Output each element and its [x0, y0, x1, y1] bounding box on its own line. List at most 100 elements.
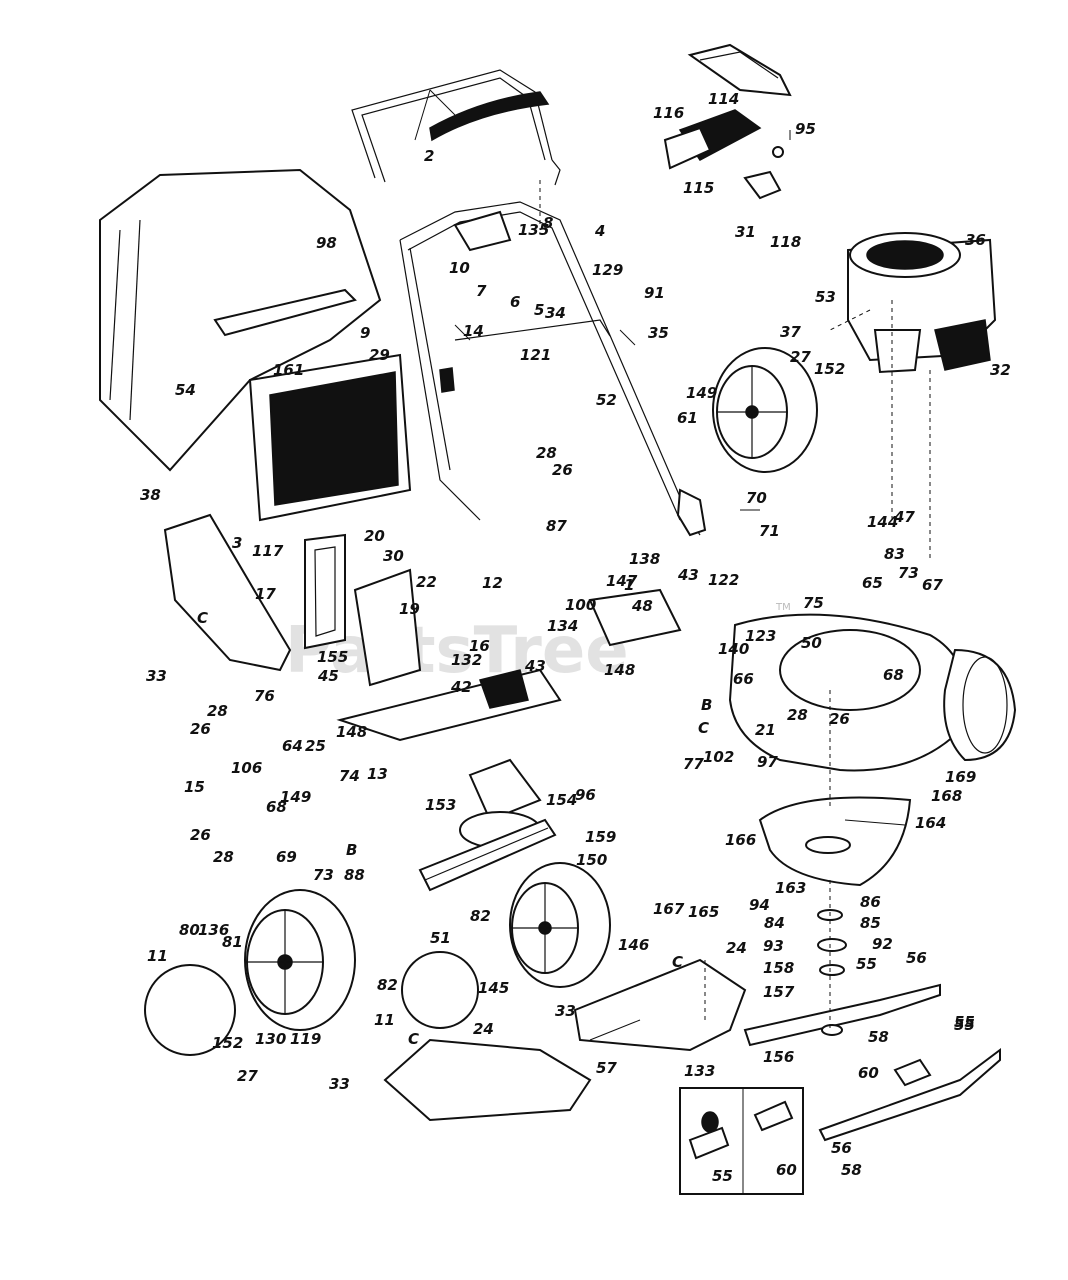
callout-label: 54 [175, 381, 196, 399]
hubcap-center [401, 951, 479, 1029]
callout-label: 156 [763, 1048, 794, 1066]
lower-handle [399, 201, 707, 537]
callout-label: 58 [868, 1028, 889, 1046]
callout-label: 138 [629, 550, 660, 568]
callout-label: 123 [745, 627, 776, 645]
callout-label: 7 [476, 282, 487, 300]
callout-label: 73 [313, 866, 334, 884]
callout-label: 93 [763, 937, 784, 955]
callout-label: 26 [190, 720, 211, 738]
callout-label: 68 [883, 666, 904, 684]
callout-label: 61 [677, 409, 698, 427]
callout-label: 75 [803, 594, 824, 612]
callout-label: 83 [884, 545, 905, 563]
callout-label: 19 [399, 600, 420, 618]
callout-label: 166 [725, 831, 756, 849]
callout-label: 57 [596, 1059, 617, 1077]
callout-label: 71 [759, 522, 780, 540]
callout-label: 152 [212, 1034, 243, 1052]
callout-label: 5 [534, 301, 544, 319]
callout-label: 64 [282, 737, 303, 755]
callout-label: 82 [377, 976, 398, 994]
callout-label: 33 [329, 1075, 350, 1093]
callout-label: 12 [482, 574, 503, 592]
rear-shield [163, 513, 422, 687]
callout-label: 37 [780, 323, 801, 341]
chute-door-133 [573, 958, 747, 1052]
callout-label: 69 [276, 848, 297, 866]
callout-label: 95 [795, 120, 816, 138]
control-assembly [663, 43, 792, 200]
callout-label: 8 [543, 214, 553, 232]
callout-label: 68 [266, 798, 287, 816]
callout-label: 70 [746, 489, 767, 507]
callout-label: 100 [565, 596, 596, 614]
callout-label: 168 [931, 787, 962, 805]
callout-label: 135 [518, 221, 549, 239]
callout-label: 76 [254, 687, 275, 705]
blade [743, 909, 941, 1047]
callout-label: 27 [237, 1067, 258, 1085]
callout-label: 31 [735, 223, 756, 241]
callout-label: 158 [763, 959, 794, 977]
callout-label: 149 [280, 788, 311, 806]
callout-label: 51 [430, 929, 451, 947]
callout-label: 157 [763, 983, 795, 1001]
callout-label: 121 [520, 346, 551, 364]
callout-label: 33 [555, 1002, 576, 1020]
callout-label: 26 [190, 826, 211, 844]
callout-label: 118 [770, 233, 801, 251]
callout-label: C [672, 953, 683, 971]
callout-label: 20 [364, 527, 385, 545]
callout-label: 167 [653, 900, 685, 918]
callout-label: 114 [708, 90, 739, 108]
callout-label: 115 [683, 179, 714, 197]
callout-label: 155 [317, 648, 348, 666]
inset-box [679, 1087, 804, 1195]
callout-label: 150 [576, 851, 607, 869]
callout-label: 4 [594, 222, 605, 240]
callout-label: 165 [688, 903, 719, 921]
callout-label: 45 [317, 667, 339, 685]
callout-label: 84 [764, 914, 785, 932]
front-wheel-center [509, 862, 611, 988]
callout-label: 55 [856, 955, 877, 973]
callout-label: 34 [545, 304, 566, 322]
callout-label: 97 [757, 753, 778, 771]
callout-label: 144 [867, 513, 898, 531]
callout-label: 153 [425, 796, 456, 814]
callout-label: 28 [787, 706, 808, 724]
callout-label: 2 [424, 147, 434, 165]
callout-label: 96 [575, 786, 596, 804]
callout-label: C [197, 609, 208, 627]
callout-label: 163 [775, 879, 806, 897]
callout-label: 58 [841, 1161, 862, 1179]
callout-label: 154 [546, 791, 577, 809]
callout-label: 11 [147, 947, 168, 965]
callout-label: 94 [749, 896, 770, 914]
callout-label: C [408, 1030, 419, 1048]
callout-label: 98 [316, 234, 337, 252]
callout-label: 55 [954, 1013, 975, 1031]
callout-label: 24 [726, 939, 747, 957]
callout-label: 26 [552, 461, 573, 479]
callout-labels: 2 114 116 95 115 31 118 36 98 8 135 4 10… [140, 90, 1011, 1185]
rear-wheel-right [712, 347, 818, 473]
callout-label: 88 [344, 866, 365, 884]
callout-label: 47 [893, 508, 915, 526]
side-guard [418, 818, 557, 892]
callout-label: 117 [252, 542, 284, 560]
callout-label: 43 [524, 657, 546, 675]
grass-bag [99, 168, 412, 522]
callout-label: 85 [860, 914, 881, 932]
callout-label: 148 [604, 661, 635, 679]
callout-label: 28 [536, 444, 557, 462]
callout-label: 148 [336, 723, 367, 741]
callout-label: 30 [383, 547, 404, 565]
callout-label: 119 [290, 1030, 321, 1048]
callout-label: 146 [618, 936, 649, 954]
callout-label: 67 [922, 576, 943, 594]
callout-label: 145 [478, 979, 509, 997]
callout-label: 74 [339, 767, 360, 785]
